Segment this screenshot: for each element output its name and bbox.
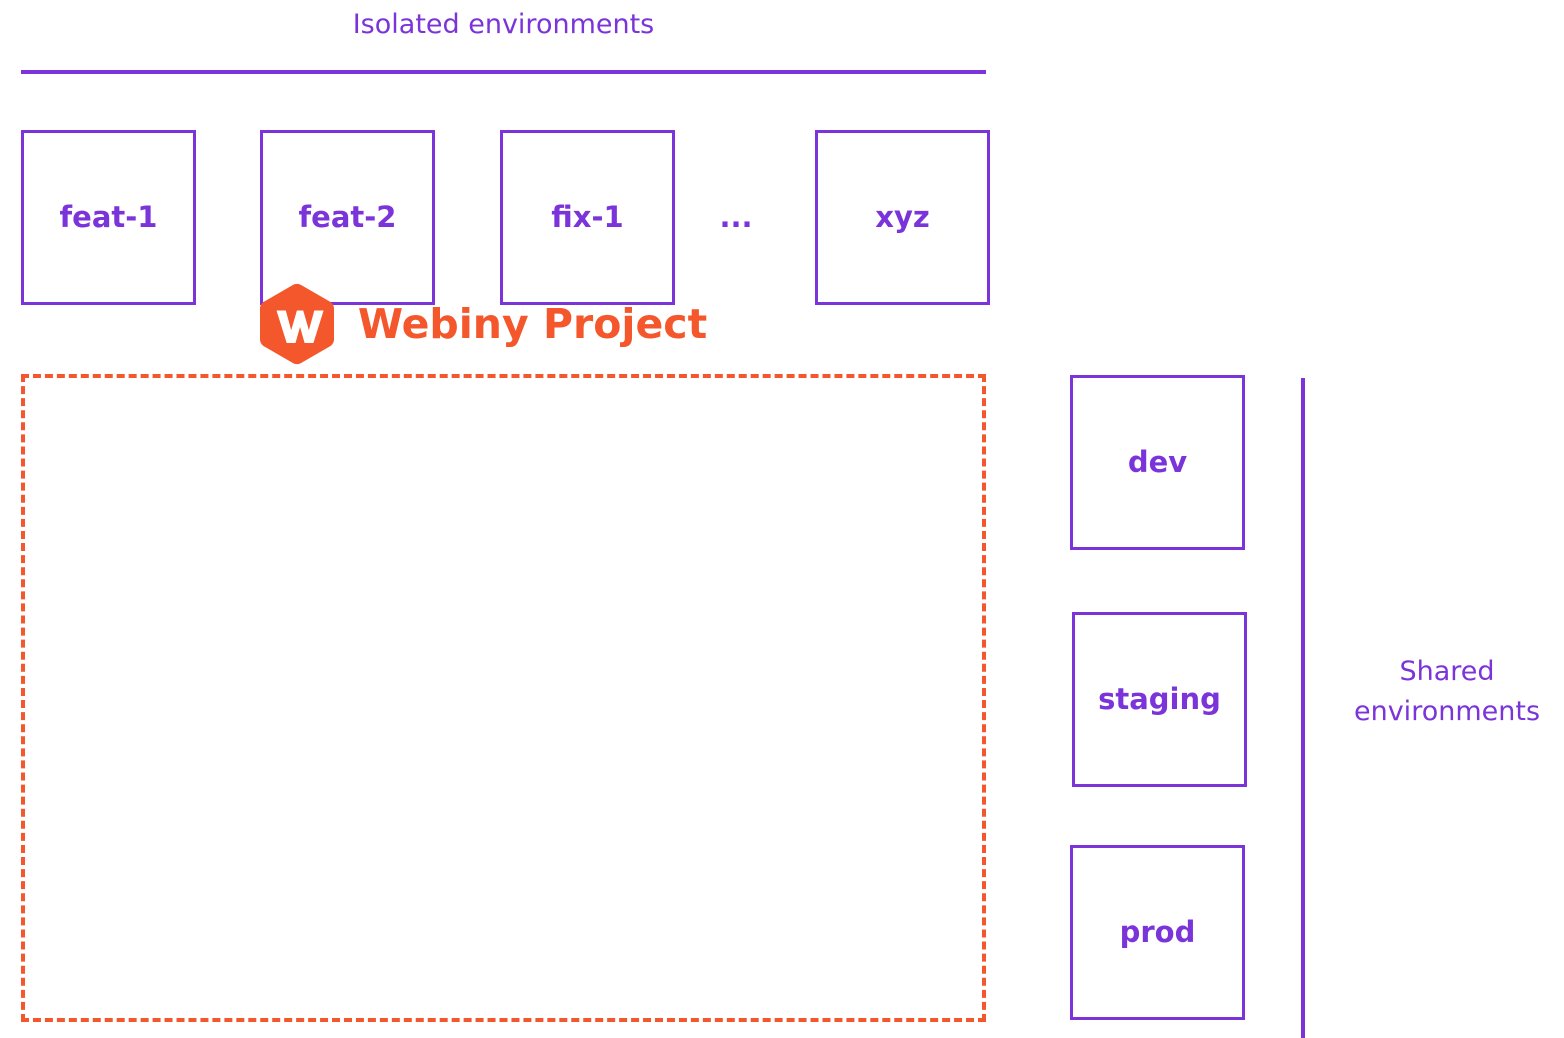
isolated-environments-title: Isolated environments — [352, 9, 655, 40]
isolated-env-label: feat-2 — [298, 200, 397, 234]
isolated-environments-divider — [21, 70, 986, 74]
shared-env-box-staging[interactable]: staging — [1072, 612, 1247, 787]
isolated-env-label: fix-1 — [551, 200, 624, 234]
shared-caption-line-1: Shared — [1399, 656, 1495, 687]
isolated-env-label: xyz — [875, 200, 930, 234]
isolated-env-box-feat-1[interactable]: feat-1 — [21, 130, 196, 305]
shared-env-box-prod[interactable]: prod — [1070, 845, 1245, 1020]
shared-environments-divider — [1301, 378, 1305, 1038]
webiny-brand: Webiny Project — [258, 283, 707, 365]
shared-env-label: prod — [1119, 915, 1196, 949]
isolated-env-box-feat-2[interactable]: feat-2 — [260, 130, 435, 305]
shared-caption-line-2: environments — [1353, 696, 1541, 727]
isolated-env-box-xyz[interactable]: xyz — [815, 130, 990, 305]
webiny-hexagon-logo-icon — [259, 283, 334, 365]
isolated-env-label: feat-1 — [59, 200, 158, 234]
shared-env-box-dev[interactable]: dev — [1070, 375, 1245, 550]
webiny-project-content: Webiny Project — [0, 0, 965, 648]
shared-env-label: staging — [1098, 682, 1221, 716]
webiny-project-container — [21, 374, 986, 1022]
isolated-env-box-fix-1[interactable]: fix-1 — [500, 130, 675, 305]
shared-env-label: dev — [1127, 445, 1188, 479]
webiny-project-label: Webiny Project — [357, 299, 708, 348]
isolated-env-ellipsis: ... — [719, 200, 753, 234]
shared-environments-caption: Shared environments — [1330, 652, 1564, 732]
